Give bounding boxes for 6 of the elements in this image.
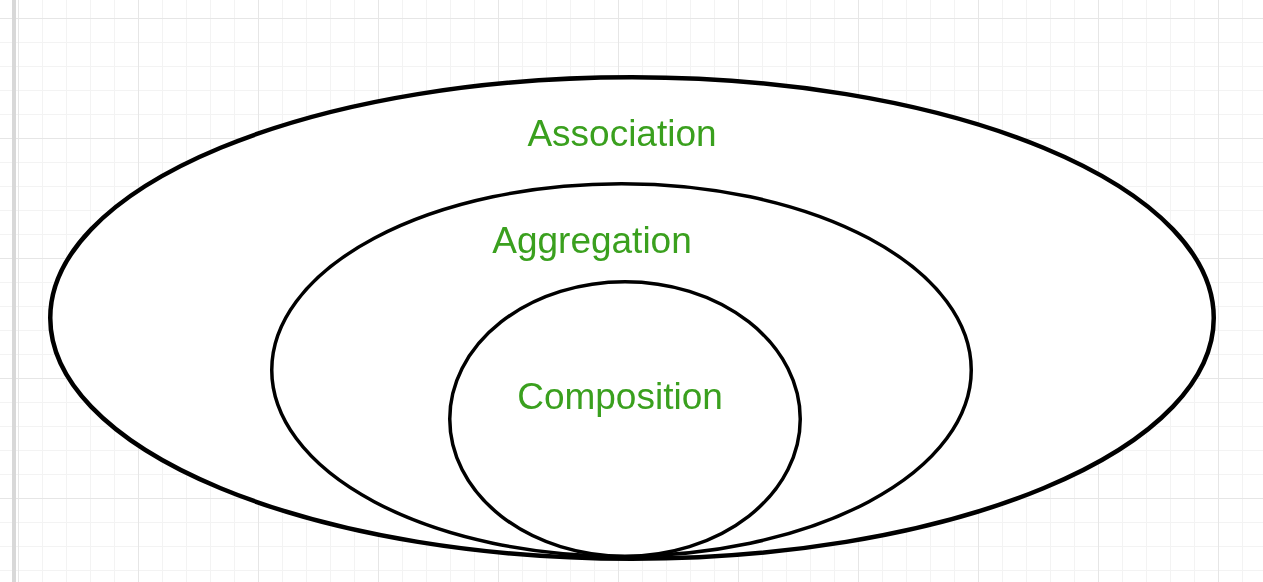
outer-ellipse	[48, 75, 1216, 561]
set-label: Composition	[517, 376, 723, 418]
set-label: Aggregation	[492, 220, 692, 262]
inner-circle	[448, 280, 802, 558]
set-label: Association	[527, 113, 717, 155]
middle-ellipse	[270, 182, 973, 558]
